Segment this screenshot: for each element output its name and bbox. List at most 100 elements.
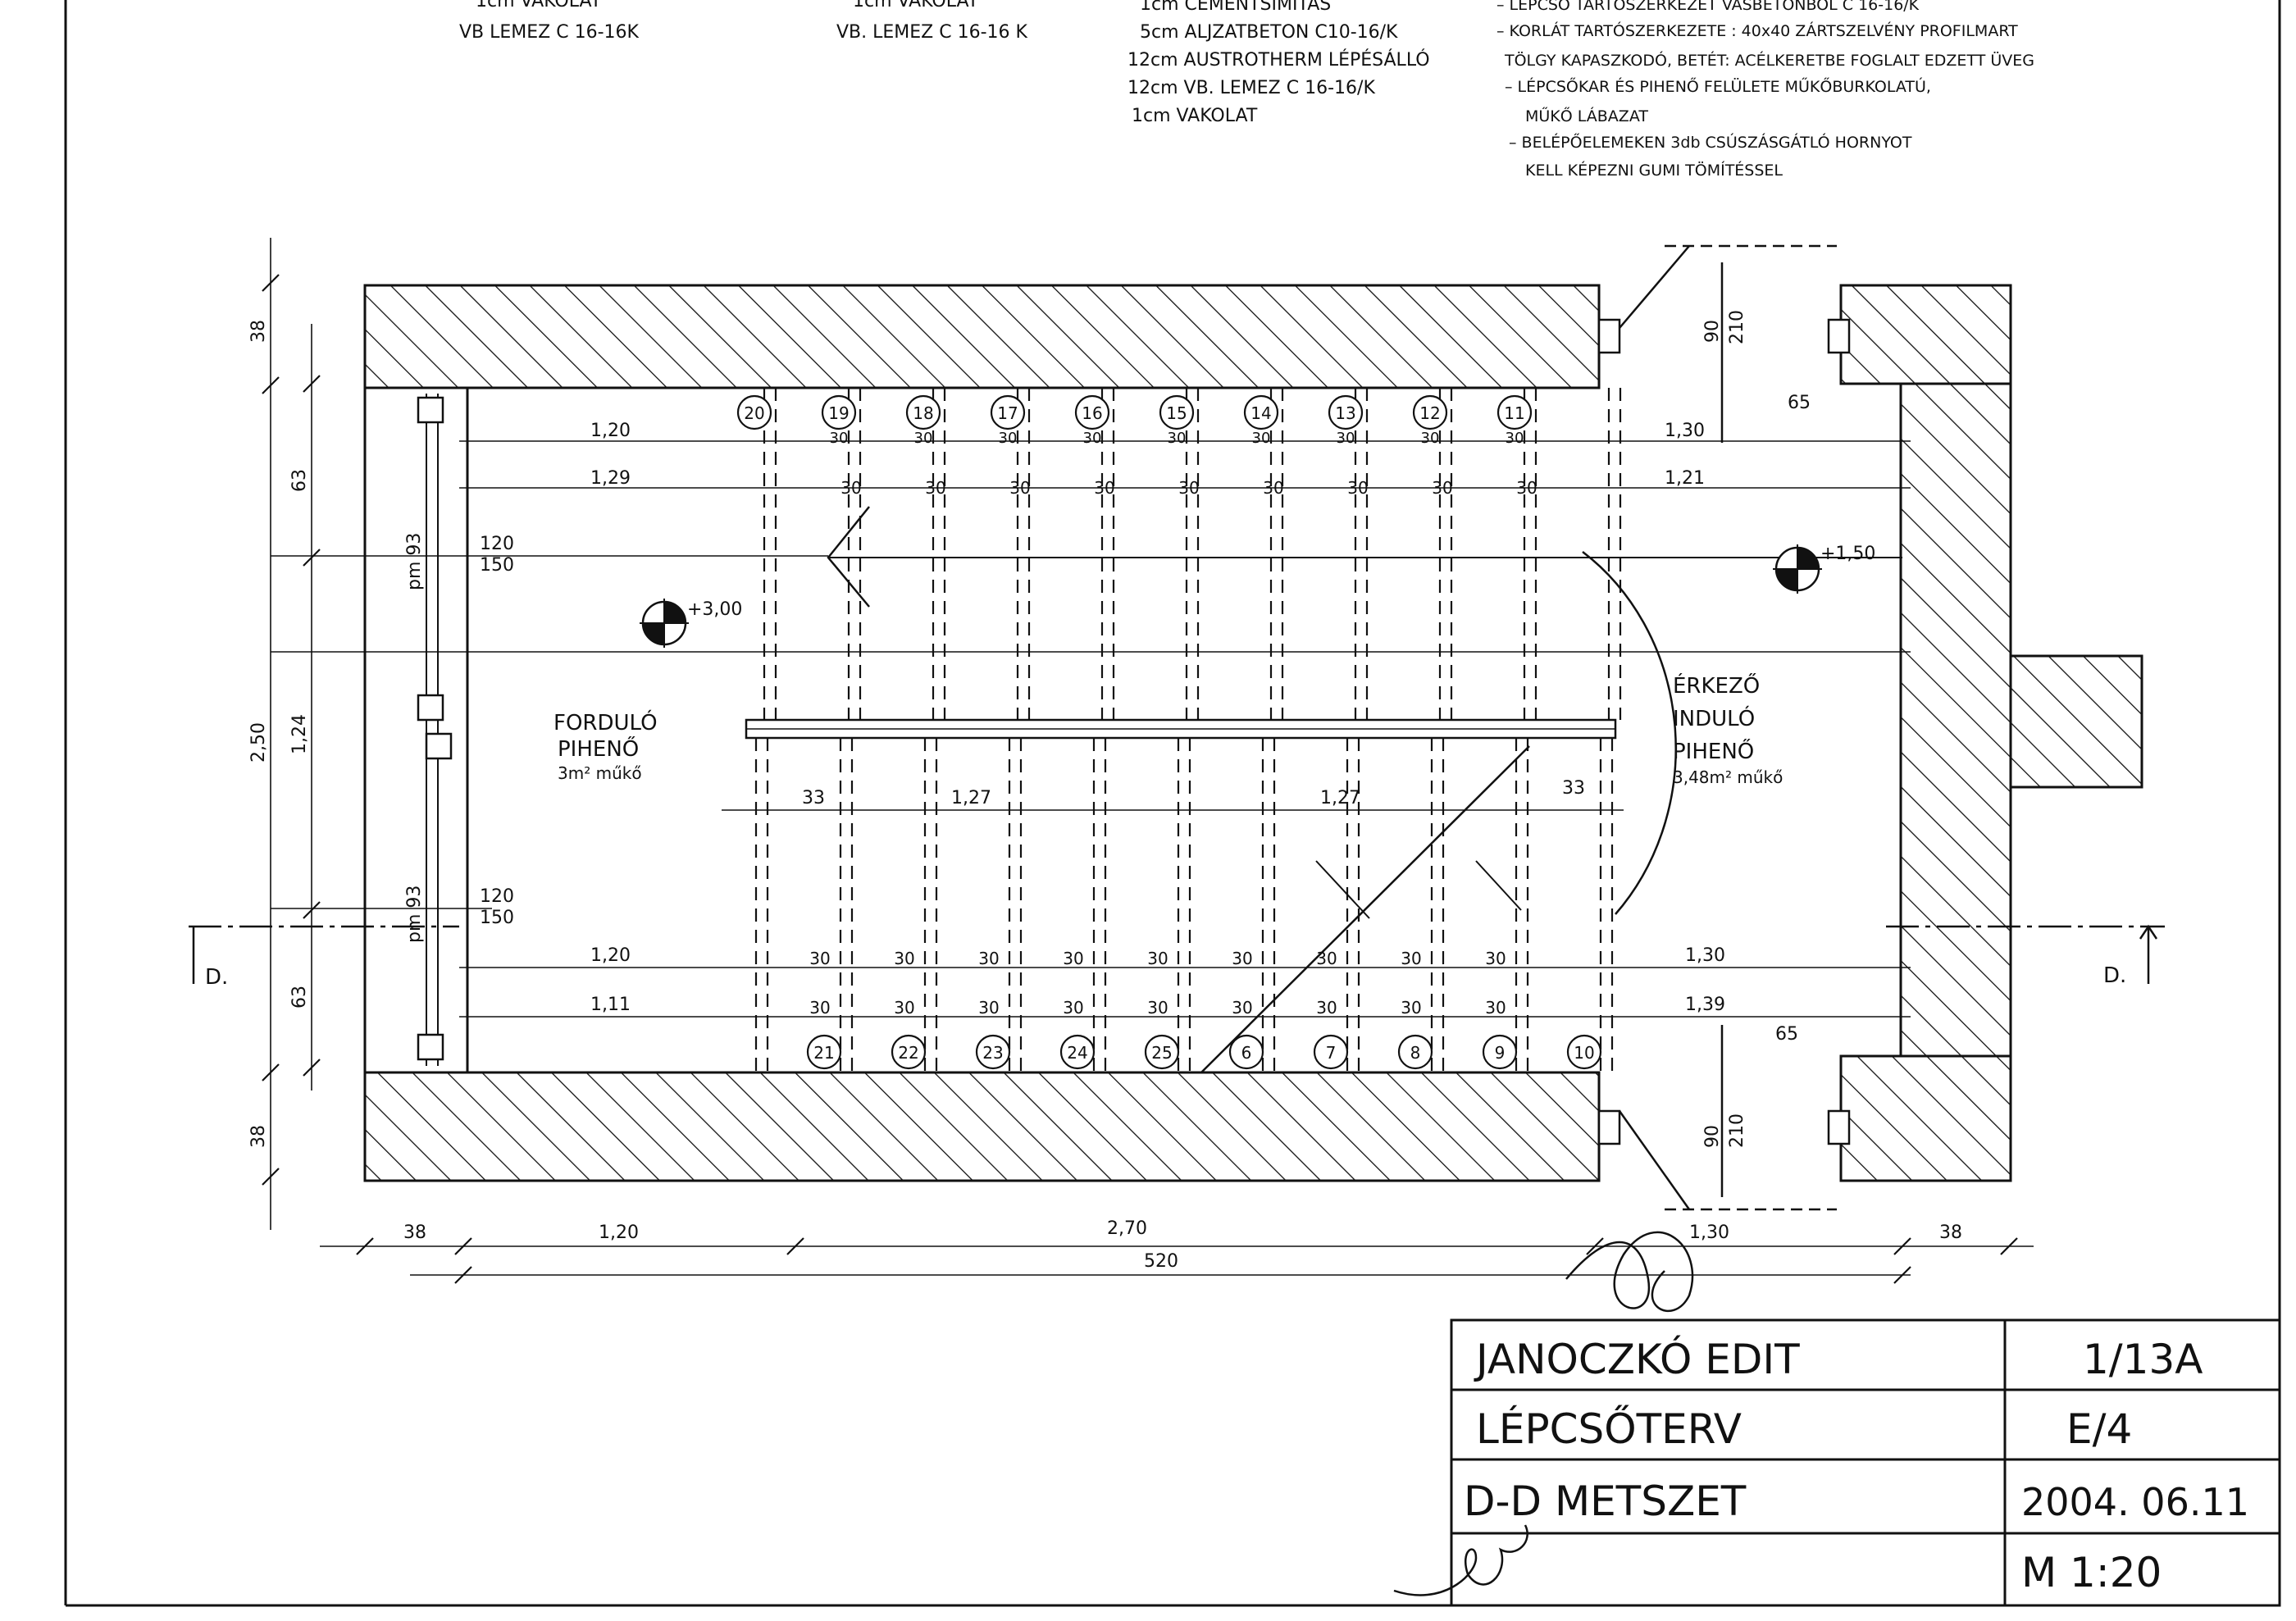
wall-top-right xyxy=(1839,284,2012,385)
dim-lower-right-b: 1,39 xyxy=(1685,995,1725,1015)
tread-label: 30 xyxy=(894,998,914,1018)
left-dim-b: 63 xyxy=(289,469,310,492)
dimension-texts: 1,20 1,29 1,30 1,21 1,20 1,11 1,30 1,39 … xyxy=(403,393,1962,1272)
step-number: 21 xyxy=(813,1043,834,1063)
section-mark-left: D. xyxy=(205,965,228,990)
header-notes: 1cm VAKOLAT VB LEMEZ C 16-16K 1cm VAKOLA… xyxy=(459,0,2034,180)
break-arrow-2 xyxy=(1475,860,1522,911)
landing-right-name2: INDULÓ xyxy=(1673,705,1755,731)
tread-label: 30 xyxy=(1316,998,1337,1018)
tread-label: 30 xyxy=(1421,430,1440,447)
step-number-circle xyxy=(821,394,857,430)
bottom-dim-5: 38 xyxy=(1939,1223,1962,1243)
window-size-bot-1: 120 xyxy=(480,886,514,907)
wall-bottom xyxy=(363,1071,1601,1182)
door-top-jamb-left xyxy=(1597,318,1621,354)
section-line-dd xyxy=(189,924,2165,984)
title-block xyxy=(1450,1318,2281,1607)
tread-label: 30 xyxy=(1485,998,1506,1018)
dim-upper-left-b: 1,29 xyxy=(590,468,631,489)
note-col4-line7: KELL KÉPEZNI GUMI TÖMÍTÉSSEL xyxy=(1525,161,1783,180)
step-number: 14 xyxy=(1250,403,1271,423)
tread-label: 30 xyxy=(1232,949,1252,968)
step-number-circle xyxy=(1496,394,1533,430)
step-number-circle xyxy=(905,394,941,430)
wall-top xyxy=(363,284,1601,389)
left-dim-f: 38 xyxy=(248,1125,269,1148)
note-col2-line1: 1cm VAKOLAT xyxy=(853,0,979,11)
level-marker-right xyxy=(1773,544,1822,594)
dim-flight-width-1: 1,27 xyxy=(951,788,991,808)
left-dim-a: 38 xyxy=(248,320,269,343)
level-right: +1,50 xyxy=(1820,544,1875,564)
signature xyxy=(1565,1231,1694,1313)
section-mark-right: D. xyxy=(2103,963,2126,988)
tb-project: LÉPCSŐTERV xyxy=(1476,1405,1742,1453)
break-line xyxy=(1200,745,1530,1073)
step-number: 10 xyxy=(1574,1043,1594,1063)
window-post-top xyxy=(417,396,444,424)
door-bottom-jamb-right xyxy=(1827,1109,1851,1145)
door-swing-arc xyxy=(1582,551,1677,915)
step-number-circle xyxy=(1328,394,1364,430)
tread-label: 30 xyxy=(1337,430,1355,447)
step-number-circle xyxy=(1412,394,1448,430)
door-bottom-leaf xyxy=(1618,1110,1691,1210)
door-dim-b-top: 210 xyxy=(1727,310,1747,344)
tb-drawing: D-D METSZET xyxy=(1464,1478,1747,1525)
dimension-ticks xyxy=(262,274,2018,1284)
window-pm-top: pm 93 xyxy=(404,533,425,590)
step-number-circle xyxy=(1397,1034,1433,1070)
tread-label: 30 xyxy=(978,949,999,968)
tread-label: 30 xyxy=(999,430,1018,447)
note-col3-line4: 12cm VB. LEMEZ C 16-16/K xyxy=(1128,78,1375,98)
tb-scale: M 1:20 xyxy=(2021,1549,2162,1596)
note-col4-line3: TÖLGY KAPASZKODÓ, BETÉT: ACÉLKERETBE FOG… xyxy=(1504,50,2034,70)
tread-label: 30 xyxy=(978,998,999,1018)
step-number-circle xyxy=(1482,1034,1518,1070)
left-dim-d: 2,50 xyxy=(248,722,269,763)
tread-label: 30 xyxy=(1063,998,1083,1018)
tb-sheet: 1/13A xyxy=(2083,1336,2203,1383)
wall-right-pier xyxy=(2009,654,2143,789)
bottom-dim-total: 520 xyxy=(1144,1251,1178,1272)
dim-flight-width-2: 1,27 xyxy=(1320,788,1360,808)
tread-label: 30 xyxy=(1168,430,1187,447)
step-number: 7 xyxy=(1326,1043,1337,1063)
walls xyxy=(363,284,2143,1182)
bottom-dim-1: 38 xyxy=(403,1223,426,1243)
step-number-circle xyxy=(1228,1034,1264,1070)
step-number: 23 xyxy=(982,1043,1003,1063)
step-number: 12 xyxy=(1419,403,1440,423)
tread-label: 30 xyxy=(1083,430,1102,447)
tread-label: 30 xyxy=(830,430,849,447)
step-number: 13 xyxy=(1335,403,1355,423)
wall-bottom-right xyxy=(1839,1054,2012,1182)
landing-right-name3: PIHENŐ xyxy=(1673,738,1754,764)
step-number: 16 xyxy=(1082,403,1102,423)
note-col3-line2: 5cm ALJZATBETON C10-16/K xyxy=(1140,22,1398,43)
window-post-mid-2 xyxy=(425,732,453,760)
tread-label: 30 xyxy=(1401,998,1421,1018)
step-number-circle xyxy=(990,394,1026,430)
note-col4-line6: – BELÉPŐELEMEKEN 3db CSÚSZÁSGÁTLÓ HORNYO… xyxy=(1509,132,1912,152)
tb-name: JANOCZKÓ EDIT xyxy=(1474,1335,1800,1383)
step-number-circle xyxy=(975,1034,1011,1070)
window-pm-bottom: pm 93 xyxy=(404,886,425,943)
tread-label: 30 xyxy=(1147,998,1168,1018)
tread-label: 30 xyxy=(1316,949,1337,968)
left-dim-c: 1,24 xyxy=(289,714,310,754)
tread-label: 30 xyxy=(809,998,830,1018)
level-left: +3,00 xyxy=(687,599,742,620)
landing-left-area: 3m² műkő xyxy=(558,763,642,783)
note-col4-line2: – KORLÁT TARTÓSZERKEZETE : 40x40 ZÁRTSZE… xyxy=(1496,20,2018,40)
note-col4-line4: – LÉPCSŐKAR ÉS PIHENŐ FELÜLETE MŰKŐBURKO… xyxy=(1505,76,1931,96)
tread-label: 30 xyxy=(1252,430,1271,447)
wall-right xyxy=(1899,382,2012,1058)
door-top-leaf xyxy=(1619,245,1690,329)
tread-label: 30 xyxy=(809,949,830,968)
note-col1-line2: VB LEMEZ C 16-16K xyxy=(459,22,640,43)
window-size-top-2: 150 xyxy=(480,555,514,576)
step-number: 6 xyxy=(1241,1043,1252,1063)
